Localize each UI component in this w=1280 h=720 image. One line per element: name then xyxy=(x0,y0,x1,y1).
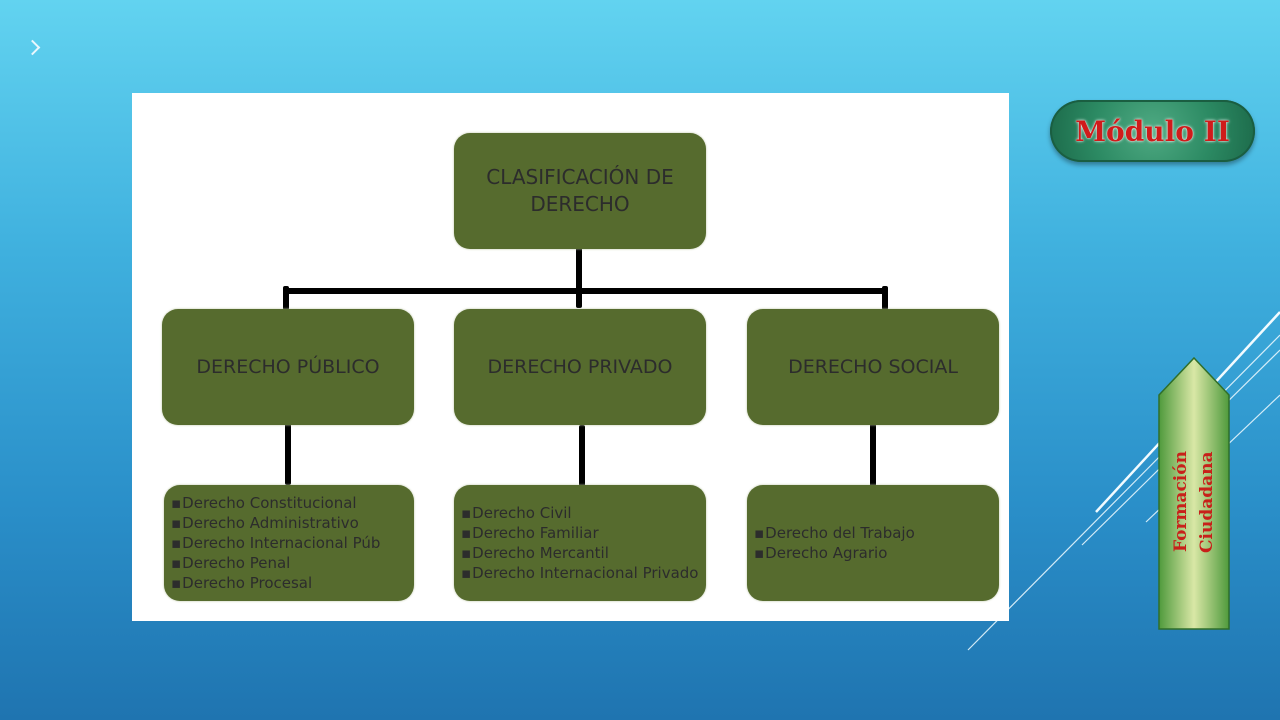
leaf-derecho-privado: Derecho Civil Derecho Familiar Derecho M… xyxy=(454,485,706,601)
list-item: Derecho Administrativo xyxy=(171,513,380,533)
list-item: Derecho Constitucional xyxy=(171,493,380,513)
list-item: Derecho Familiar xyxy=(461,523,698,543)
formacion-tag-shape xyxy=(1158,357,1230,630)
modulo-badge: Módulo II xyxy=(1050,100,1255,162)
list-item: Derecho Internacional Privado xyxy=(461,563,698,583)
list-item: Derecho Internacional Púb xyxy=(171,533,380,553)
leaf-derecho-social: Derecho del Trabajo Derecho Agrario xyxy=(747,485,999,601)
list-item: Derecho del Trabajo xyxy=(754,523,915,543)
formacion-label-line-1: Formación xyxy=(1171,451,1191,553)
list-item: Derecho Civil xyxy=(461,503,698,523)
list-item: Derecho Mercantil xyxy=(461,543,698,563)
formacion-label-line-2: Ciudadana xyxy=(1197,451,1217,553)
root-node-line-1: CLASIFICACIÓN DE xyxy=(486,165,674,189)
connector-left-drop xyxy=(283,286,289,310)
connector-social-down xyxy=(870,423,876,487)
connector-root-down xyxy=(576,246,582,308)
list-item: Derecho Agrario xyxy=(754,543,915,563)
connector-publico-down xyxy=(285,421,291,485)
leaf-derecho-publico: Derecho Constitucional Derecho Administr… xyxy=(164,485,414,601)
formacion-ciudadana-label: Formación Ciudadana xyxy=(1166,402,1222,602)
node-derecho-publico: DERECHO PÚBLICO xyxy=(162,309,414,425)
node-derecho-social: DERECHO SOCIAL xyxy=(747,309,999,425)
connector-horizontal xyxy=(283,288,888,294)
modulo-badge-label: Módulo II xyxy=(1075,114,1230,148)
connector-right-drop xyxy=(882,286,888,310)
list-item: Derecho Penal xyxy=(171,553,380,573)
root-node: CLASIFICACIÓN DE DERECHO xyxy=(454,133,706,249)
connector-privado-down xyxy=(579,425,585,487)
node-derecho-privado: DERECHO PRIVADO xyxy=(454,309,706,425)
diagram-panel: CLASIFICACIÓN DE DERECHO DERECHO PÚBLICO… xyxy=(132,93,1009,621)
list-item: Derecho Procesal xyxy=(171,573,380,593)
root-node-line-2: DERECHO xyxy=(530,192,630,216)
